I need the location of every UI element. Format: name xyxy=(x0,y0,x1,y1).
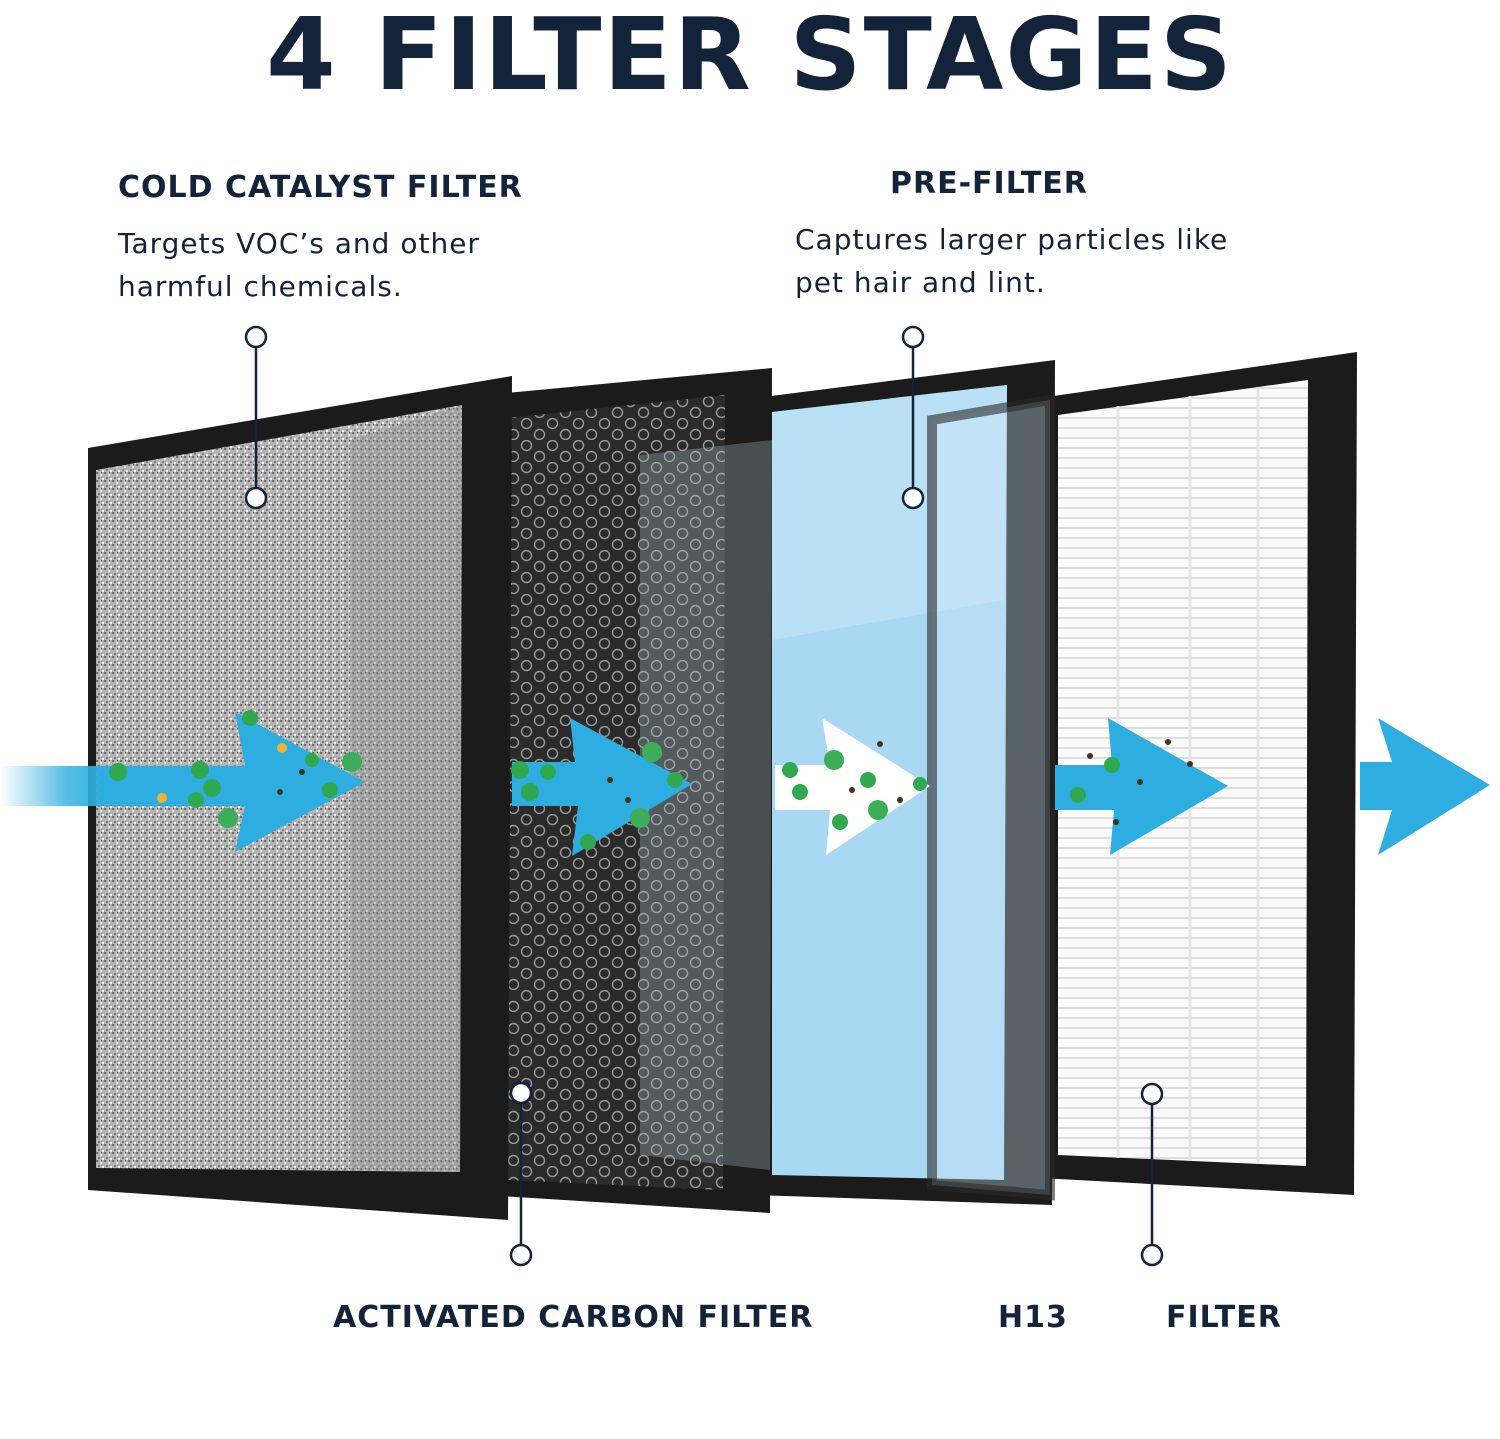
cold-catalyst-description-line-1: Targets VOC’s and other xyxy=(118,227,480,260)
hepa-filter-label-filter: FILTER xyxy=(1166,1300,1282,1335)
pre-filter-label: PRE-FILTER xyxy=(890,166,1088,201)
particles xyxy=(109,710,1193,850)
callout-pre-filter xyxy=(901,325,925,510)
cold-catalyst-description-line-2: harmful chemicals. xyxy=(118,270,403,303)
callout-hepa xyxy=(1140,1082,1164,1267)
activated-carbon-filter-label: ACTIVATED CARBON FILTER xyxy=(333,1300,814,1335)
page-title: 4 FILTER STAGES xyxy=(266,0,1234,113)
pre-filter-description-line-2: pet hair and lint. xyxy=(795,266,1046,299)
air-flow-arrows xyxy=(0,712,1490,856)
pre-filter-description-line-1: Captures larger particles like xyxy=(795,223,1229,256)
cold-catalyst-filter-label: COLD CATALYST FILTER xyxy=(118,170,523,205)
callout-activated-carbon xyxy=(509,1081,533,1267)
callout-cold-catalyst xyxy=(244,325,268,510)
hepa-filter-label-h13: H13 xyxy=(998,1300,1068,1335)
